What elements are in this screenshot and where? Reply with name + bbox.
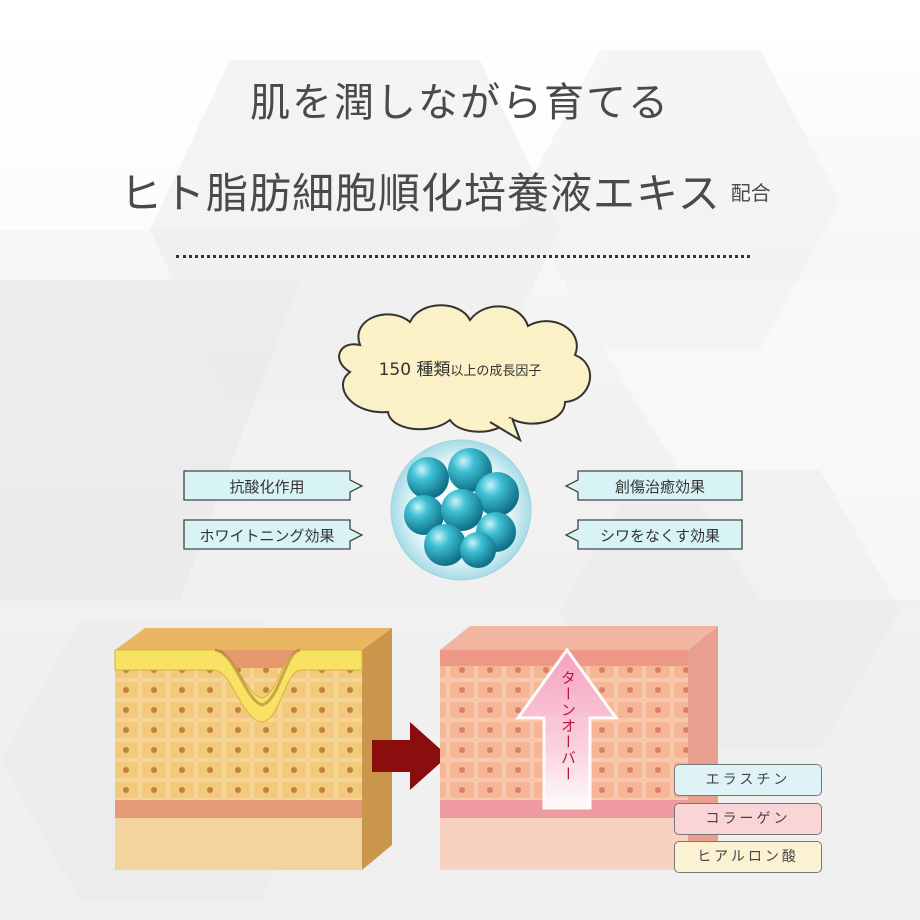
- effect-anti-wrinkle: シワをなくす効果: [599, 527, 720, 545]
- ingredient-pill: エラスチン: [674, 764, 822, 796]
- ingredient-pill: コラーゲン: [674, 803, 822, 835]
- growth-factor-label: 150 種類以上の成長因子: [340, 355, 580, 380]
- effect-whitening: ホワイトニング効果: [199, 527, 335, 545]
- growth-factor-desc: 以上の成長因子: [450, 364, 542, 379]
- dotted-divider: [176, 255, 750, 258]
- ingredient-pill: ヒアルロン酸: [674, 841, 822, 873]
- effect-antioxidant: 抗酸化作用: [229, 478, 305, 496]
- growth-factor-unit: 種類: [416, 360, 451, 380]
- headline-secondary: ヒト脂肪細胞順化培養液エキス配合: [120, 160, 771, 221]
- effect-wound-healing: 創傷治癒効果: [614, 478, 705, 496]
- headline-primary: 肌を潤しながら育てる: [250, 80, 670, 126]
- turnover-label: ターンオーバー: [559, 670, 577, 782]
- ingredient-name: ヒト脂肪細胞順化培養液エキス: [120, 169, 721, 218]
- headline-suffix: 配合: [730, 181, 771, 205]
- growth-factor-count: 150: [378, 360, 412, 380]
